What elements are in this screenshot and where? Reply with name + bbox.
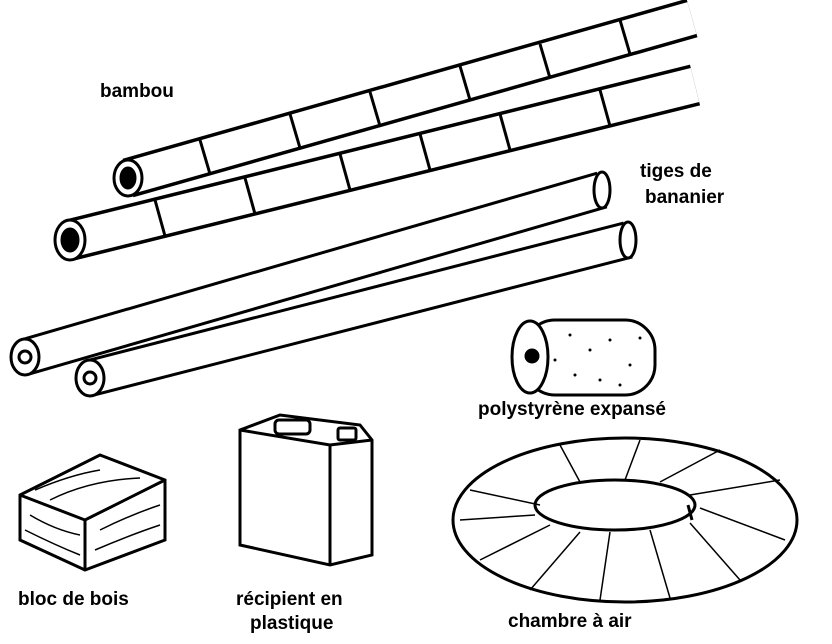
label-banana-stems-line1: tiges de [640, 161, 712, 182]
label-polystyrene: polystyrène expansé [478, 399, 666, 420]
label-plastic-container-line2: plastique [250, 613, 334, 634]
banana-stem-1 [9, 170, 612, 377]
wood-block [18, 453, 167, 572]
polystyrene-cylinder [510, 318, 657, 397]
label-banana-stems-line2: bananier [645, 187, 725, 208]
bamboo-pole-1 [112, 0, 698, 198]
inner-tube [451, 436, 799, 604]
label-plastic-container-line1: récipient en [236, 589, 343, 610]
plastic-jerrycan [238, 413, 374, 567]
label-wood-block: bloc de bois [18, 589, 129, 610]
label-bamboo: bambou [100, 81, 174, 102]
banana-stem-2 [74, 220, 638, 398]
label-inner-tube: chambre à air [508, 611, 632, 632]
bamboo-pole-2 [53, 64, 701, 262]
